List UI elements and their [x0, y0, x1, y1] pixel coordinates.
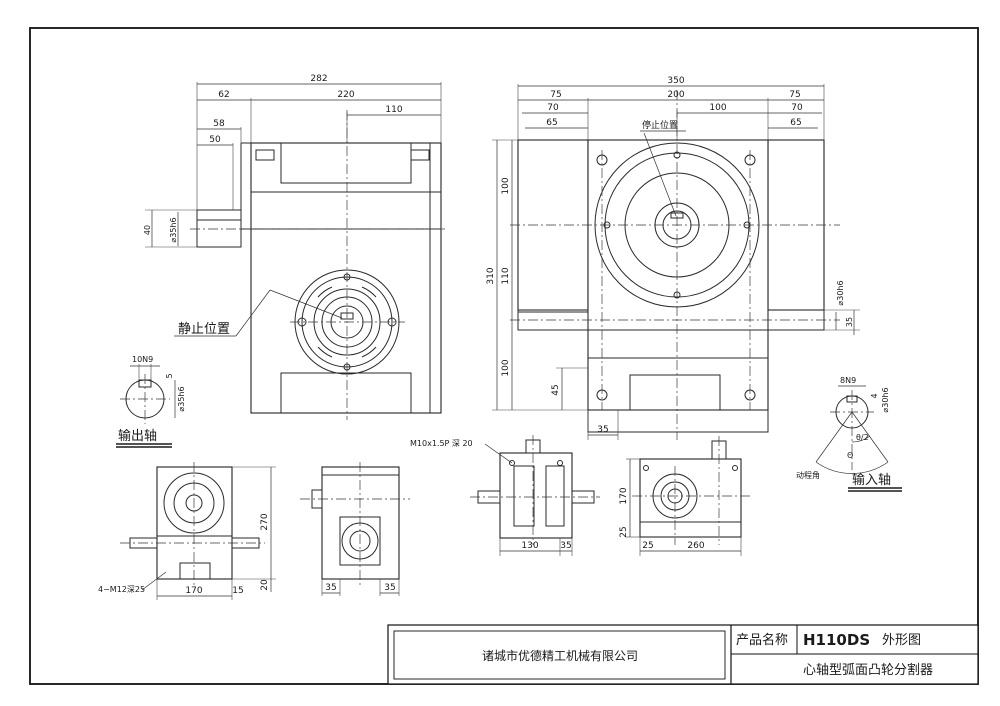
output-key-label: 10N9 — [132, 355, 153, 364]
small-view-3: 130 35 M10x1.5P 深 20 — [410, 435, 600, 556]
side-dim-left-65: 65 — [546, 118, 557, 128]
side-dim-right-70: 70 — [791, 103, 803, 113]
side-dim-w-35: 35 — [597, 425, 608, 435]
v1-bolt-label: 4−M12深25 — [98, 585, 145, 594]
small-view-1: 270 20 170 15 4−M12深25 — [98, 462, 276, 600]
side-dim-h-100a: 100 — [501, 177, 511, 194]
input-theta: Θ — [847, 451, 853, 460]
front-view — [174, 110, 445, 420]
v2-dim-b: 35 — [384, 583, 395, 593]
model-number: H110DS — [803, 631, 870, 649]
small-view-4: 170 25 25 260 — [619, 436, 750, 556]
side-dim-input-shaft: ⌀30h6 — [836, 280, 845, 305]
v3-dim-s: 35 — [560, 541, 571, 551]
v3-thread-label: M10x1.5P 深 20 — [410, 439, 473, 448]
side-dim-height: 310 — [486, 267, 496, 284]
input-key-label: 8N9 — [840, 376, 856, 385]
v1-dim-15: 15 — [232, 586, 243, 596]
side-dim-body: 200 — [667, 90, 684, 100]
v2-dim-a: 35 — [325, 583, 336, 593]
side-dim-input-35: 35 — [845, 317, 854, 327]
side-dim-h-100b: 100 — [501, 359, 511, 376]
side-dim-overall: 350 — [667, 76, 684, 86]
front-dim-shaft-50: 50 — [209, 135, 221, 145]
input-shaft-label: 输入轴 — [852, 472, 891, 488]
front-stop-position-label: 静止位置 — [178, 322, 230, 337]
side-dim-left-75: 75 — [550, 90, 561, 100]
input-key-depth: 4 — [870, 393, 879, 398]
small-view-2: 35 35 — [300, 462, 410, 596]
side-dimensions: 350 75 200 75 70 100 70 65 65 310 100 11… — [486, 76, 860, 440]
side-view — [510, 90, 840, 440]
product-description: 心轴型弧面凸轮分割器 — [803, 662, 933, 678]
product-name-label: 产品名称 — [736, 632, 788, 648]
v1-dim-20: 20 — [260, 579, 270, 591]
v4-dim-25b: 25 — [642, 541, 653, 551]
output-shaft-section: 10N9 5 ⌀35h6 输出轴 — [116, 355, 186, 448]
v4-dim-25a: 25 — [619, 526, 629, 537]
v4-dim-w: 260 — [687, 541, 704, 551]
v3-dim-w: 130 — [521, 541, 538, 551]
output-key-depth: 5 — [165, 373, 174, 378]
drawing-type: 外形图 — [882, 633, 921, 648]
input-angle-label: 动程角 — [796, 470, 820, 480]
title-block: 诸城市优德精工机械有限公司 产品名称 H110DS 外形图 心轴型弧面凸轮分割器 — [387, 624, 979, 685]
side-stop-position-label: 停止位置 — [642, 119, 678, 131]
front-dimensions: 282 62 220 110 58 50 40 ⌀35h6 静止位置 — [143, 74, 442, 337]
output-shaft-label: 输出轴 — [118, 428, 157, 444]
side-dim-h-110: 110 — [501, 267, 511, 284]
input-theta-half: θ/2 — [856, 433, 869, 442]
input-shaft-dia: ⌀30h6 — [881, 387, 890, 412]
side-dim-center: 100 — [709, 103, 726, 113]
v4-dim-h: 170 — [619, 487, 629, 504]
front-dim-shaft-dia: ⌀35h6 — [169, 217, 178, 242]
front-dim-body: 220 — [337, 90, 354, 100]
front-dim-center: 110 — [385, 105, 402, 115]
front-dim-shaft-58: 58 — [213, 119, 225, 129]
front-dim-shaft-40: 40 — [143, 225, 152, 235]
v1-dim-h: 270 — [260, 513, 270, 530]
drawing-border — [29, 27, 979, 685]
v1-dim-w: 170 — [185, 586, 202, 596]
input-shaft-section: 8N9 4 ⌀30h6 θ/2 Θ 动程角 输入轴 — [796, 376, 902, 492]
front-dim-shaft-62: 62 — [218, 90, 229, 100]
side-dim-h-45: 45 — [551, 384, 561, 395]
side-dim-right-75: 75 — [789, 90, 800, 100]
output-shaft-dia: ⌀35h6 — [177, 386, 186, 411]
front-dim-overall: 282 — [310, 74, 327, 84]
company-name: 诸城市优德精工机械有限公司 — [482, 648, 638, 663]
side-dim-left-70: 70 — [547, 103, 559, 113]
side-dim-right-65: 65 — [790, 118, 801, 128]
